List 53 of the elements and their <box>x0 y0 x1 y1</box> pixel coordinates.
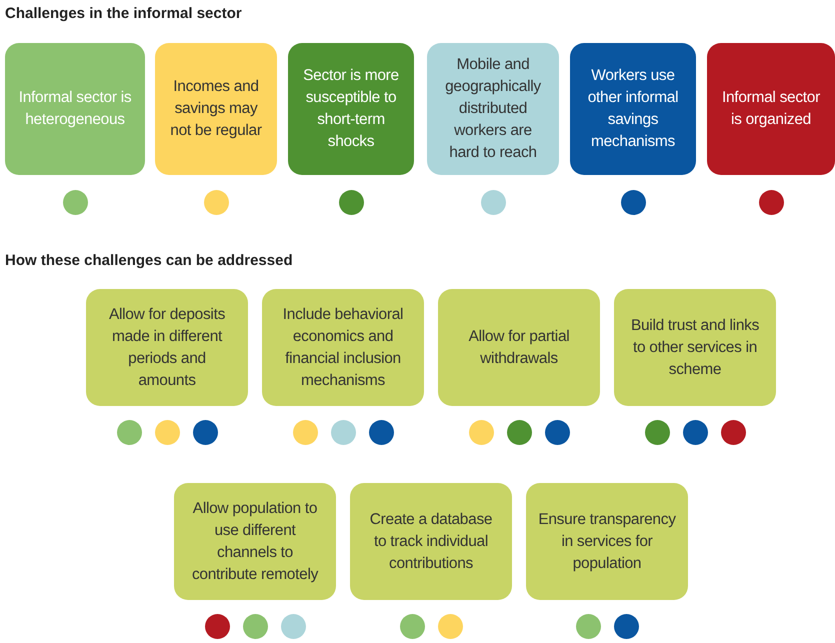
color-dot <box>62 190 88 215</box>
color-dot <box>468 420 494 445</box>
color-dot <box>506 420 532 445</box>
color-dot <box>192 420 218 445</box>
color-dot <box>280 614 306 639</box>
solution-box <box>262 289 424 406</box>
color-dot <box>682 420 708 445</box>
challenge-box <box>5 43 145 175</box>
color-dot <box>576 614 600 639</box>
color-dot <box>116 420 142 445</box>
challenge-box <box>155 43 277 175</box>
color-dot <box>544 420 570 445</box>
solution-box <box>86 289 248 406</box>
solution-box <box>614 289 776 406</box>
color-dot <box>758 190 784 215</box>
color-dot <box>400 614 424 639</box>
box-text: Ensure transparency in services for population <box>538 510 676 574</box>
color-dot <box>204 190 228 215</box>
color-dot <box>368 420 394 445</box>
color-dot <box>330 420 356 445</box>
solution-box <box>526 483 688 600</box>
box-text: Allow population to use different channels to contribute remotely <box>190 498 320 584</box>
color-dot <box>720 420 746 445</box>
challenge-box <box>707 43 835 175</box>
color-dot <box>242 614 268 639</box>
challenge-box <box>288 43 414 175</box>
color-dot <box>154 420 180 445</box>
color-dot <box>338 190 364 215</box>
color-dot <box>292 420 318 445</box>
box-text: Create a database to track individual contributions <box>368 510 494 574</box>
color-dot <box>438 614 462 639</box>
color-dot <box>644 420 670 445</box>
solution-box <box>438 289 600 406</box>
box-text: Build trust and links to other services in scheme <box>630 316 760 380</box>
box-text: Informal sector is heterogeneous <box>18 88 132 130</box>
box-text: Sector is more susceptible to short-term shocks <box>302 66 400 152</box>
box-text: Allow for partial withdrawals <box>468 326 570 368</box>
box-text: Allow for deposits made in different periods and amounts <box>108 304 226 390</box>
section-heading: How these challenges can be addressed <box>5 252 293 269</box>
box-text: Include behavioral economics and financial inclusion mechanisms <box>282 304 404 390</box>
box-text: Informal sector is organized <box>720 88 821 130</box>
box-text: Mobile and geographically distributed workers are hard to reach <box>444 55 542 163</box>
challenge-box <box>570 43 696 175</box>
solution-box <box>174 483 336 600</box>
box-text: Workers use other informal savings mechanisms <box>586 66 680 152</box>
box-text: Incomes and savings may not be regular <box>169 77 263 141</box>
section-heading: Challenges in the informal sector <box>5 5 242 22</box>
color-dot <box>620 190 646 215</box>
color-dot <box>204 614 230 639</box>
color-dot <box>614 614 638 639</box>
solution-box <box>350 483 512 600</box>
color-dot <box>480 190 506 215</box>
challenge-box <box>427 43 559 175</box>
